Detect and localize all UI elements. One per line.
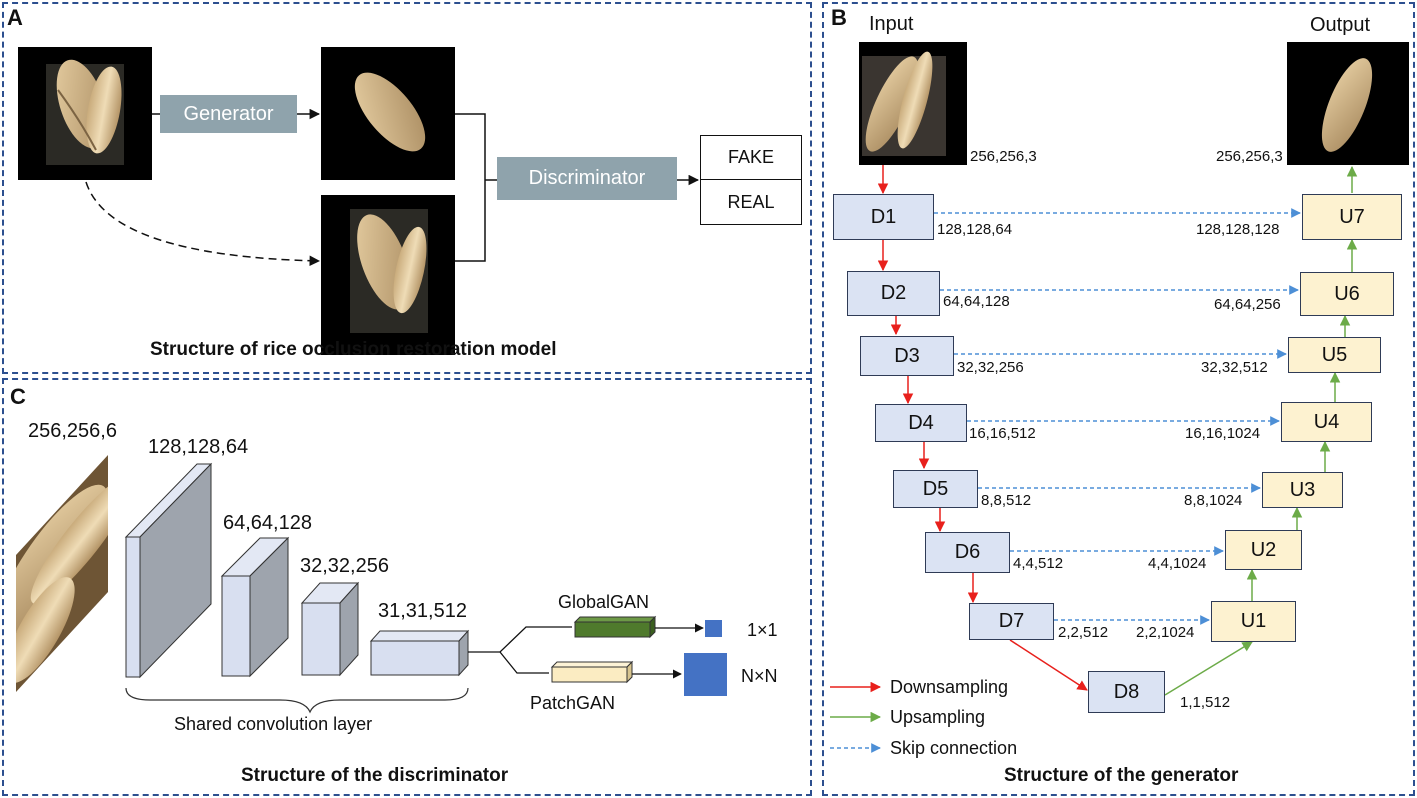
- global-output-label: 1×1: [747, 620, 778, 640]
- patch-output-square: [684, 653, 727, 696]
- shared-layer-brace: [125, 687, 469, 714]
- d1-size: 128,128,64: [937, 221, 1013, 238]
- generator-output-image: [1287, 42, 1409, 165]
- downsampling-arrows: [877, 165, 1088, 691]
- panel-c-label: C: [10, 384, 26, 409]
- discriminator-box: Discriminator: [497, 157, 677, 200]
- d4-block: D4: [875, 404, 967, 442]
- input-label: Input: [869, 13, 914, 35]
- panel-a-label: A: [7, 5, 23, 30]
- u3-block: U3: [1262, 472, 1343, 508]
- u2-size: 4,4,1024: [1148, 555, 1207, 572]
- legend-downsampling: Downsampling: [890, 677, 1009, 697]
- discriminator-input-image: [16, 455, 108, 692]
- output-size: 256,256,3: [1216, 148, 1283, 165]
- generator-input-image: [859, 42, 967, 165]
- d5-block: D5: [893, 470, 978, 508]
- upsampling-arrows: [1164, 165, 1358, 696]
- layer-2-size: 64,64,128: [223, 512, 312, 534]
- patchgan-bar: [550, 660, 634, 684]
- u1-size: 2,2,1024: [1136, 624, 1195, 641]
- d6-size: 4,4,512: [1013, 555, 1064, 572]
- d7-size: 2,2,512: [1058, 624, 1109, 641]
- panel-b: [822, 2, 1415, 796]
- disc-input-size: 256,256,6: [28, 420, 117, 442]
- u5-size: 32,32,512: [1201, 359, 1268, 376]
- panel-c-title: Structure of the discriminator: [241, 765, 509, 786]
- d3-size: 32,32,256: [957, 359, 1024, 376]
- panel-c: [2, 378, 812, 796]
- conv-block-2: [220, 536, 290, 678]
- panel-a-title: Structure of rice occlusion restoration …: [150, 339, 557, 360]
- u6-size: 64,64,256: [1214, 296, 1281, 313]
- patch-output-label: N×N: [741, 666, 778, 686]
- layer-3-size: 32,32,256: [300, 555, 389, 577]
- d8-block: D8: [1088, 671, 1165, 713]
- conv-block-4: [369, 629, 470, 677]
- layer-4-size: 31,31,512: [378, 600, 467, 622]
- panel-b-title: Structure of the generator: [1004, 765, 1239, 786]
- d3-block: D3: [860, 336, 954, 376]
- legend-skip: Skip connection: [890, 738, 1018, 758]
- d1-block: D1: [833, 194, 934, 240]
- u1-block: U1: [1211, 601, 1296, 642]
- generator-box: Generator: [160, 95, 297, 133]
- input-rice-image: [18, 47, 152, 180]
- skip-connections: [934, 208, 1301, 625]
- shared-layer-label: Shared convolution layer: [174, 714, 373, 734]
- panel-b-label: B: [831, 5, 847, 30]
- global-output-square: [705, 620, 722, 637]
- d5-size: 8,8,512: [981, 492, 1032, 509]
- patchgan-label: PatchGAN: [530, 693, 616, 713]
- fake-label-box: FAKE: [700, 135, 802, 180]
- globalgan-label: GlobalGAN: [558, 592, 650, 612]
- d8-size: 1,1,512: [1180, 694, 1231, 711]
- d2-size: 64,64,128: [943, 293, 1010, 310]
- generated-rice-image: [321, 47, 455, 180]
- layer-1-size: 128,128,64: [148, 436, 249, 458]
- real-label-box: REAL: [700, 179, 802, 225]
- panel-a: [2, 2, 812, 374]
- u5-block: U5: [1288, 337, 1381, 373]
- conv-block-3: [300, 581, 360, 677]
- input-size: 256,256,3: [970, 148, 1037, 165]
- conv-block-1: [124, 462, 213, 679]
- u7-size: 128,128,128: [1196, 221, 1280, 238]
- legend-upsampling: Upsampling: [890, 707, 986, 727]
- u4-size: 16,16,1024: [1185, 425, 1261, 442]
- u7-block: U7: [1302, 194, 1402, 240]
- real-rice-image: [321, 195, 455, 355]
- output-label: Output: [1310, 14, 1371, 36]
- d7-block: D7: [969, 603, 1054, 640]
- d2-block: D2: [847, 271, 940, 316]
- u3-size: 8,8,1024: [1184, 492, 1243, 509]
- u2-block: U2: [1225, 530, 1302, 570]
- globalgan-bar: [573, 615, 657, 639]
- u6-block: U6: [1300, 272, 1394, 316]
- d6-block: D6: [925, 532, 1010, 573]
- u4-block: U4: [1281, 402, 1372, 442]
- d4-size: 16,16,512: [969, 425, 1036, 442]
